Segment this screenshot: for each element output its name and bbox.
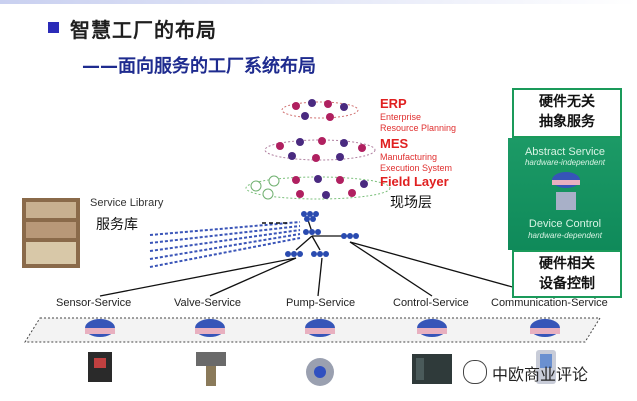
slide-subtitle: ——面向服务的工厂系统布局 — [82, 56, 316, 77]
service-label-sensor: Sensor-Service — [56, 297, 132, 309]
hardware-dependent-line2: 设备控制 — [539, 276, 595, 292]
field-layer-cn-label: 现场层 — [390, 195, 432, 211]
pyramid-rings — [245, 101, 391, 200]
slide-title: 智慧工厂的布局 — [70, 18, 217, 42]
device-control-label: Device Control — [528, 218, 602, 230]
service-library-label: Service Library — [90, 197, 164, 209]
hardware-dependent-label: hardware-dependent — [528, 231, 602, 240]
field-devices — [88, 350, 556, 386]
hardware-dependent-line1: 硬件相关 — [539, 256, 595, 272]
erp-desc-1: Enterprise — [380, 112, 422, 122]
title-bullet — [48, 22, 59, 33]
field-layer-label: Field Layer — [380, 174, 449, 189]
pyramid-nodes — [250, 99, 368, 200]
hardware-independent-line2: 抽象服务 — [539, 114, 595, 130]
abstract-service-label: Abstract Service — [524, 146, 606, 158]
erp-label: ERP — [380, 96, 407, 111]
wechat-icon — [463, 360, 487, 384]
hardware-dependent-box: 硬件相关 设备控制 — [512, 250, 622, 298]
service-label-control: Control-Service — [393, 297, 469, 309]
mes-label: MES — [380, 136, 409, 151]
abstraction-panel: Abstract Service hardware-independent De… — [508, 138, 622, 250]
erp-desc-2: Resource Planning — [380, 123, 457, 133]
watermark-text: 中欧商业评论 — [492, 365, 589, 384]
library-links — [149, 221, 301, 268]
device-stack-icon — [552, 172, 580, 210]
service-label-communication: Communication-Service — [491, 297, 608, 309]
mes-desc-1: Manufacturing — [380, 152, 438, 162]
service-tree-lines — [99, 219, 546, 297]
tree-node-clusters — [285, 211, 359, 257]
mes-desc-2: Execution System — [380, 163, 453, 173]
service-label-pump: Pump-Service — [286, 297, 356, 309]
top-decoration-bar — [0, 0, 637, 4]
service-library-image — [22, 198, 80, 268]
service-label-valve: Valve-Service — [174, 297, 242, 309]
hardware-independent-box: 硬件无关 抽象服务 — [512, 88, 622, 138]
service-library-cn-label: 服务库 — [96, 217, 138, 233]
hardware-independent-line1: 硬件无关 — [539, 94, 595, 110]
service-node-globes — [85, 319, 560, 337]
hardware-independent-label: hardware-independent — [524, 158, 606, 167]
